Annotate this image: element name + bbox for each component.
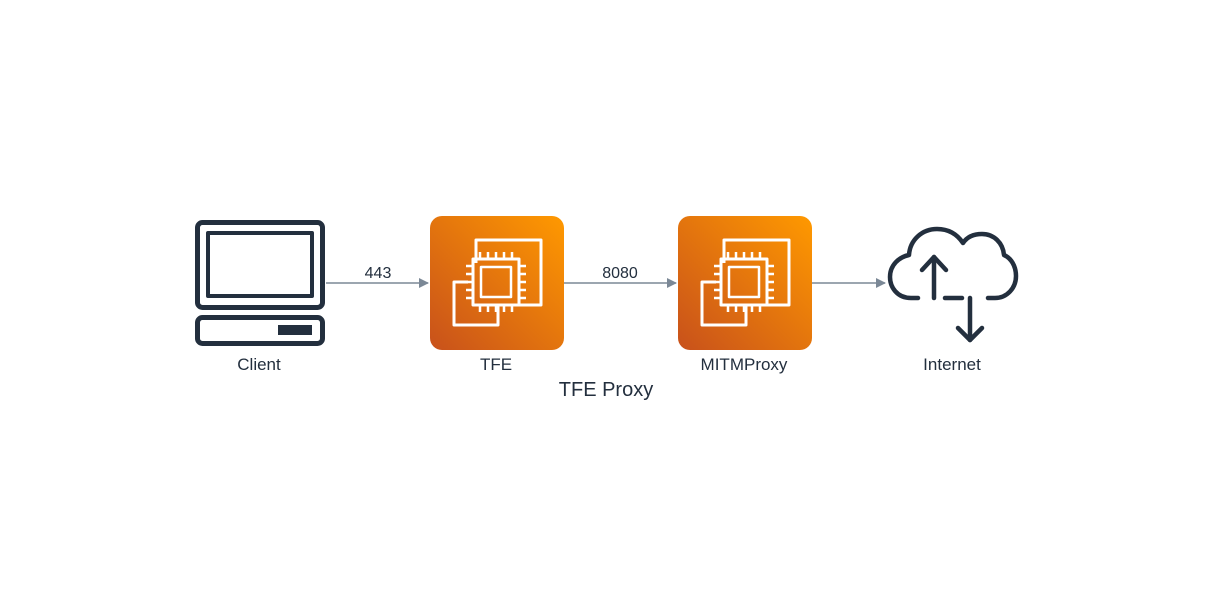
ec2-instance-icon bbox=[430, 216, 564, 350]
node-label-tfe: TFE bbox=[480, 355, 512, 374]
edge-label-8080: 8080 bbox=[602, 265, 638, 282]
cloud-upload-download-icon bbox=[887, 226, 1019, 343]
node-client[interactable]: Client bbox=[195, 220, 325, 375]
node-label-mitmproxy: MITMProxy bbox=[701, 355, 788, 374]
node-label-client: Client bbox=[237, 355, 281, 374]
node-tfe[interactable]: TFE bbox=[430, 216, 564, 374]
edge-label-443: 443 bbox=[365, 265, 392, 282]
diagram-title: TFE Proxy bbox=[559, 379, 653, 401]
desktop-computer-icon bbox=[195, 220, 325, 346]
edge-tfe-mitmproxy: 8080 bbox=[564, 265, 677, 288]
node-label-internet: Internet bbox=[923, 355, 981, 374]
edge-client-tfe: 443 bbox=[326, 265, 429, 288]
node-mitmproxy[interactable]: MITMProxy bbox=[678, 216, 812, 374]
ec2-instance-icon bbox=[678, 216, 812, 350]
node-internet[interactable]: Internet bbox=[887, 226, 1019, 374]
